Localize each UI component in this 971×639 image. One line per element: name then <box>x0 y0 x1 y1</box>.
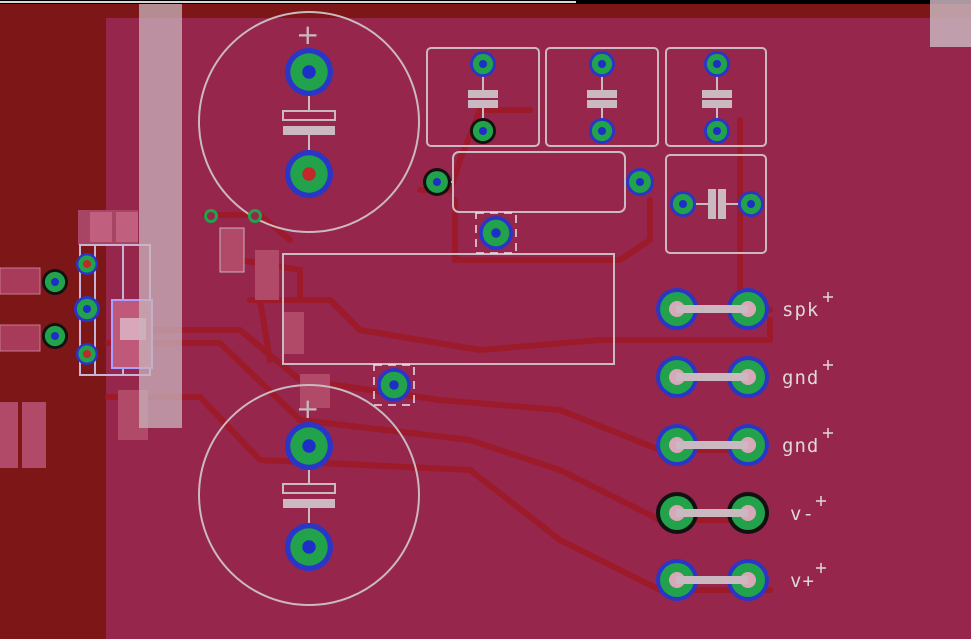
overlay-strip-vertical <box>139 4 182 428</box>
small-via-1 <box>204 209 218 223</box>
cap-bottom-pin2-pad[interactable] <box>285 523 333 571</box>
c4-pin1-pad[interactable] <box>670 191 696 217</box>
ceramic-capacitors <box>426 47 767 254</box>
c1-pin1-pad[interactable] <box>470 51 496 77</box>
c4-pin2-pad[interactable] <box>738 191 764 217</box>
connector-origin-mark <box>823 360 833 370</box>
r1-pin2-pad[interactable] <box>626 168 654 196</box>
connector-spk[interactable]: spk <box>656 288 833 330</box>
cap-top-pin1-pad[interactable] <box>285 48 333 96</box>
connector-origin-mark <box>816 496 826 506</box>
c1-pin2-pad[interactable] <box>470 118 496 144</box>
through-hole-pads[interactable] <box>42 48 764 571</box>
connector-gnd2[interactable]: gnd <box>656 424 833 466</box>
connector-label-vminus: v- <box>790 503 815 525</box>
cap-bottom-pin1-pad[interactable] <box>285 422 333 470</box>
electrolytic-capacitor-top[interactable]: + <box>198 11 420 233</box>
left-pin-5-pad[interactable] <box>76 343 98 365</box>
connector-vminus[interactable]: v- <box>656 492 826 534</box>
polarity-plus-bottom: + <box>296 392 319 425</box>
connector-origin-mark <box>816 563 826 573</box>
connector-label-spk: spk <box>782 299 819 321</box>
c3-pin2-pad[interactable] <box>704 118 730 144</box>
connector-headers[interactable]: spk gnd gnd v-v+ <box>656 288 833 601</box>
connector-origin-mark <box>823 292 833 302</box>
connector-origin-mark <box>823 428 833 438</box>
connector-label-gnd1: gnd <box>782 367 819 389</box>
cap-top-pin2-pad[interactable] <box>285 150 333 198</box>
small-via-2 <box>248 209 262 223</box>
c3-pin1-pad[interactable] <box>704 51 730 77</box>
r1-pin1-pad[interactable] <box>423 168 451 196</box>
left-pin-2-pad[interactable] <box>42 323 68 349</box>
connector-vplus[interactable]: v+ <box>656 559 826 601</box>
polarity-plus-top: + <box>296 18 319 51</box>
ic-outline <box>282 253 615 365</box>
connector-label-gnd2: gnd <box>782 435 819 457</box>
left-pin-3-pad[interactable] <box>76 253 98 275</box>
electrolytic-capacitor-bottom[interactable]: + <box>198 384 420 606</box>
left-pin-1-pad[interactable] <box>42 269 68 295</box>
c2-pin2-pad[interactable] <box>589 118 615 144</box>
via-square-1-pad[interactable] <box>475 212 517 254</box>
via-square-2-pad[interactable] <box>373 364 415 406</box>
c2-pin1-pad[interactable] <box>589 51 615 77</box>
overlay-corner <box>930 0 971 47</box>
connector-label-vplus: v+ <box>790 570 815 592</box>
connector-gnd1[interactable]: gnd <box>656 356 833 398</box>
left-pin-4-pad[interactable] <box>74 296 100 322</box>
